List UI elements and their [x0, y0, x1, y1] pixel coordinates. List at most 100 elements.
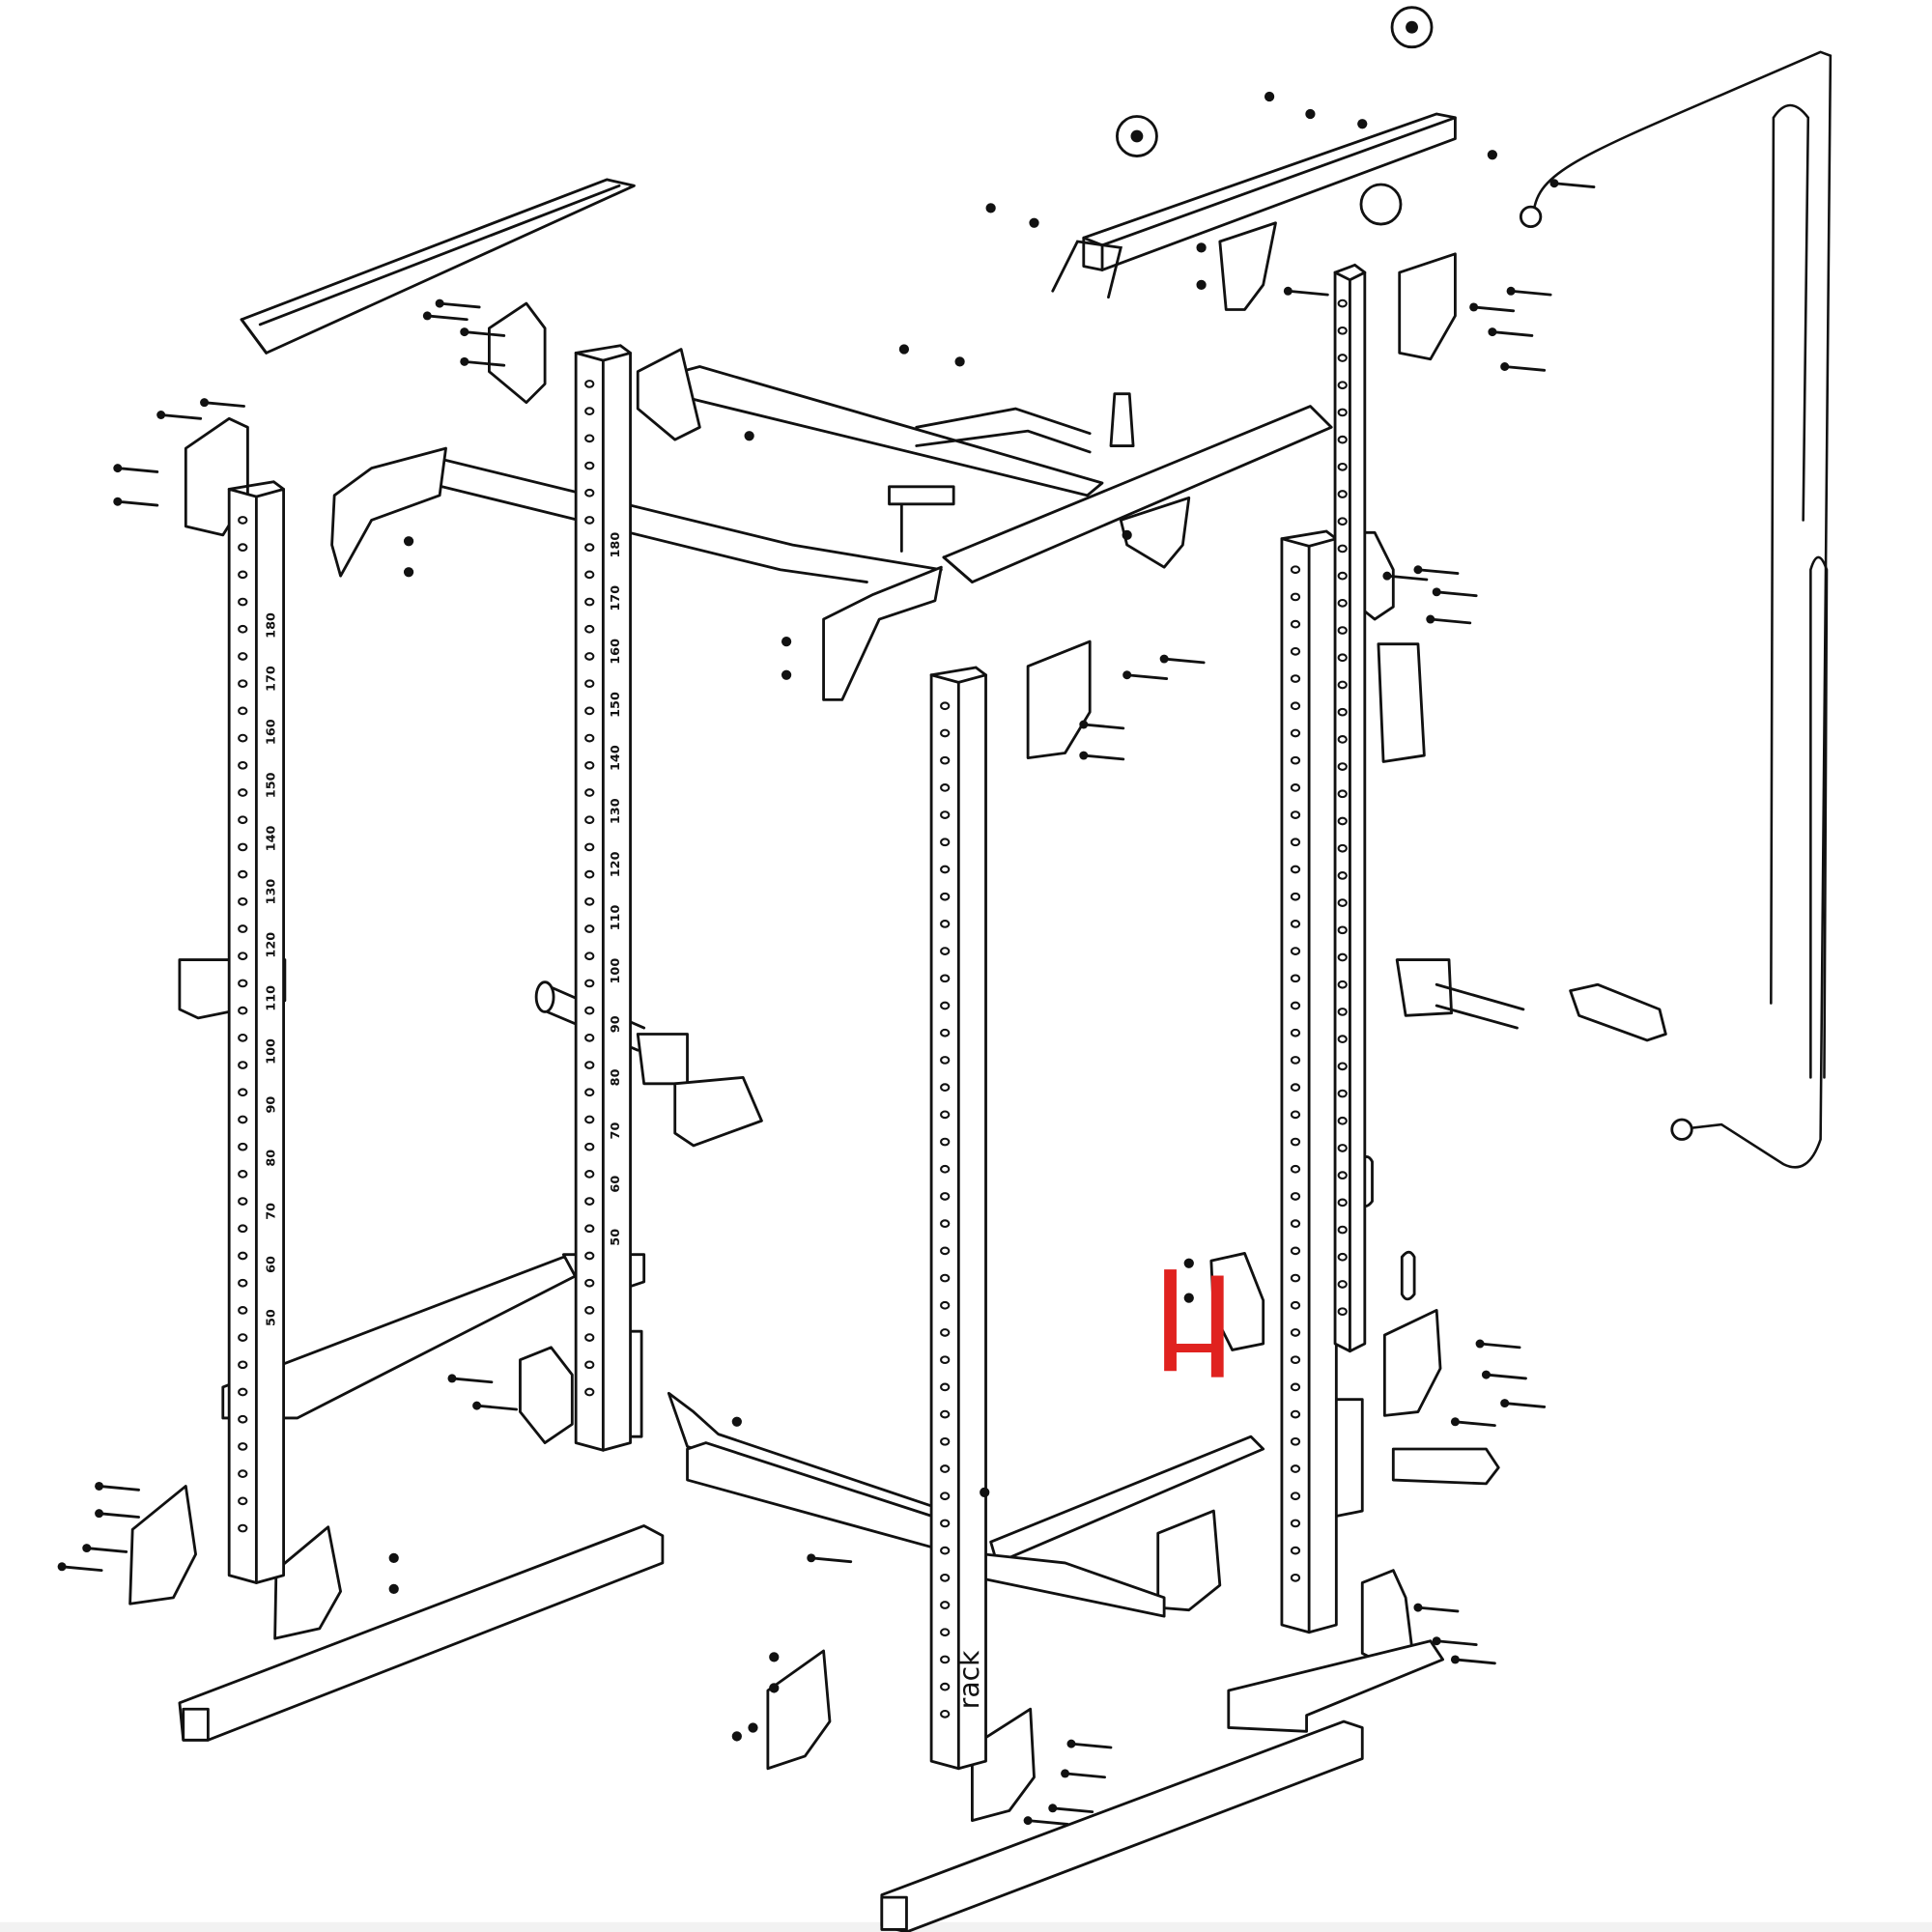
- upright-hole: [238, 652, 248, 661]
- upright-hole: [1337, 653, 1348, 663]
- upright-hole: [584, 896, 595, 906]
- nut: [1029, 217, 1039, 228]
- nut: [1357, 119, 1368, 129]
- bolt: [1500, 362, 1547, 372]
- nut: [1264, 91, 1275, 102]
- weight-horn-right: [1435, 982, 1525, 1030]
- upright-hole: [940, 838, 951, 847]
- weight-horn-mount: [1395, 958, 1453, 1017]
- gusset-plate: [1156, 1509, 1222, 1612]
- bolt-head: [57, 1562, 67, 1572]
- upright-hole: [1337, 435, 1348, 444]
- bolt-head: [1500, 1399, 1510, 1408]
- bolt-head: [447, 1374, 457, 1383]
- bolt-head: [1481, 1370, 1491, 1379]
- upright-hole: [1337, 408, 1348, 417]
- upright: [929, 666, 987, 1771]
- bolt-head: [435, 298, 444, 308]
- upright-hole: [1337, 462, 1348, 471]
- upright-hole: [238, 543, 248, 553]
- upright-height-label: 130: [609, 798, 623, 824]
- bolt: [1066, 1739, 1113, 1749]
- upright-hole: [238, 597, 248, 607]
- upright-hole: [940, 947, 951, 955]
- upright-height-label: 180: [265, 612, 279, 639]
- bolt: [1079, 751, 1125, 761]
- bolt: [1450, 1655, 1496, 1665]
- upright-labels: 1801801701701601601501501401401301301201…: [265, 532, 623, 1326]
- upright-hole: [238, 924, 248, 933]
- upright-hole: [940, 1601, 951, 1609]
- j-hook: [673, 1075, 763, 1148]
- bolt-shaft: [450, 1377, 494, 1384]
- bolt-shaft: [463, 359, 506, 367]
- bolt: [95, 1481, 140, 1492]
- upright-hole: [1337, 1280, 1348, 1289]
- bolt-head: [113, 464, 123, 473]
- pullup-bar-rear: [915, 407, 1092, 454]
- upright-hole: [1290, 1436, 1301, 1446]
- upright-height-label: 150: [609, 692, 623, 718]
- bolt-head: [1506, 286, 1516, 296]
- upright-hole: [584, 760, 595, 770]
- upright-hole: [584, 842, 595, 852]
- upright-hole: [1337, 762, 1348, 771]
- upright-height-label: 140: [265, 825, 279, 851]
- bolt-shaft: [1125, 673, 1169, 680]
- upright-hole: [1290, 728, 1301, 738]
- upright-hole: [1290, 755, 1301, 765]
- j-hook: [636, 1033, 689, 1086]
- upright-hole: [1337, 1307, 1348, 1317]
- upright-hole: [1290, 1219, 1301, 1229]
- nut: [1196, 242, 1207, 253]
- bolt: [156, 411, 203, 420]
- upright-height-label: 80: [609, 1068, 623, 1086]
- upright-hole: [940, 1219, 951, 1229]
- upright-height-label: 170: [265, 666, 279, 692]
- gusset-plate: [488, 301, 547, 405]
- bolt-head: [1413, 565, 1423, 575]
- upright-hole: [940, 1355, 951, 1365]
- upright-hole: [1290, 1273, 1301, 1283]
- upright-hole: [1337, 354, 1348, 362]
- upright-hole: [940, 1409, 951, 1419]
- upright-hole: [238, 1469, 248, 1479]
- bolt-head: [95, 1481, 104, 1491]
- bolt: [1450, 1417, 1496, 1428]
- upright-hole: [1290, 1056, 1301, 1065]
- upright-hole: [238, 815, 248, 825]
- upright-hole: [940, 701, 951, 711]
- upright-height-label: 120: [265, 932, 279, 958]
- upright-hole: [1337, 326, 1348, 335]
- nut: [403, 567, 414, 578]
- base-beam-side: [989, 1435, 1265, 1565]
- nut: [985, 203, 996, 213]
- upright-hole: [584, 1278, 595, 1288]
- bolt-head: [1450, 1655, 1460, 1664]
- base-beam-bottom: [982, 1552, 1166, 1618]
- upright-hole: [238, 1306, 248, 1315]
- uprights-group: [227, 263, 1367, 1771]
- upright-hole: [1290, 1328, 1301, 1337]
- upright-hole: [238, 570, 248, 580]
- upright-hole: [238, 1523, 248, 1533]
- bolt: [1426, 614, 1472, 625]
- cable-ball-stop: [1670, 1118, 1693, 1141]
- bolt-shaft: [1162, 657, 1206, 665]
- upright-hole: [940, 1546, 951, 1555]
- gusset-plate: [1026, 639, 1092, 760]
- swivel-hook: [1109, 392, 1135, 447]
- bolt-head: [422, 311, 432, 321]
- gusset-plate: [1398, 252, 1457, 361]
- upright-hole: [238, 1006, 248, 1015]
- cable-handle: [1051, 240, 1123, 299]
- upright-height-label: 70: [265, 1203, 279, 1220]
- safety-arm: [221, 1255, 590, 1420]
- highlighted-part[interactable]: [1164, 1269, 1224, 1378]
- nut: [769, 1652, 780, 1662]
- bolt-shaft: [116, 467, 159, 473]
- bolt: [200, 398, 245, 408]
- bolt-shaft: [1082, 753, 1125, 761]
- upright-hole: [584, 434, 595, 443]
- bolt-head: [1066, 1739, 1076, 1748]
